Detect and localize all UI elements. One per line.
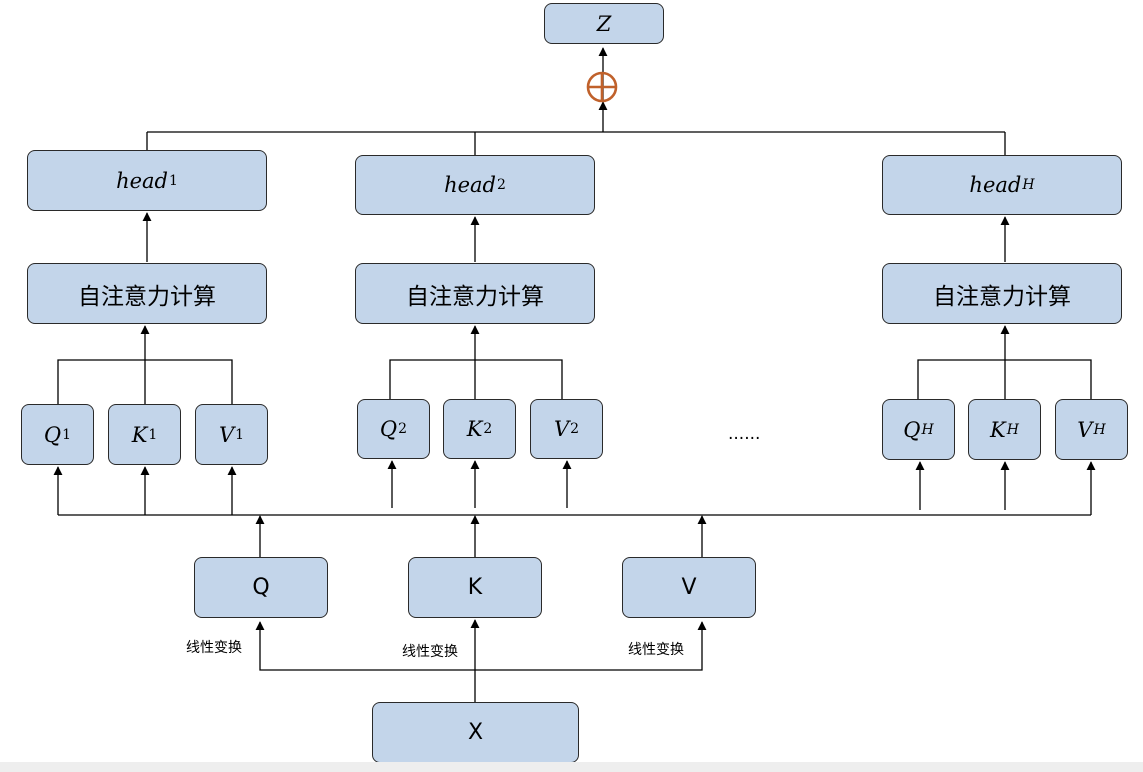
linear-transform-label-q: 线性变换 [186, 640, 242, 656]
bottom-strip [0, 762, 1143, 772]
ellipsis: ...... [728, 424, 761, 444]
linear-transform-label-k: 线性变换 [402, 644, 458, 660]
concat-icon [586, 71, 618, 103]
k-projection-box: K [408, 557, 542, 618]
input-x-box: X [372, 702, 579, 763]
q-projection-box: Q [194, 557, 328, 618]
v-projection-box: V [622, 557, 756, 618]
self-attention-calc-1: 自注意力计算 [27, 263, 267, 324]
linear-transform-label-v: 线性变换 [628, 642, 684, 658]
self-attention-calc-2: 自注意力计算 [355, 263, 595, 324]
output-z-box: Z [544, 3, 664, 44]
self-attention-calc-h: 自注意力计算 [882, 263, 1122, 324]
